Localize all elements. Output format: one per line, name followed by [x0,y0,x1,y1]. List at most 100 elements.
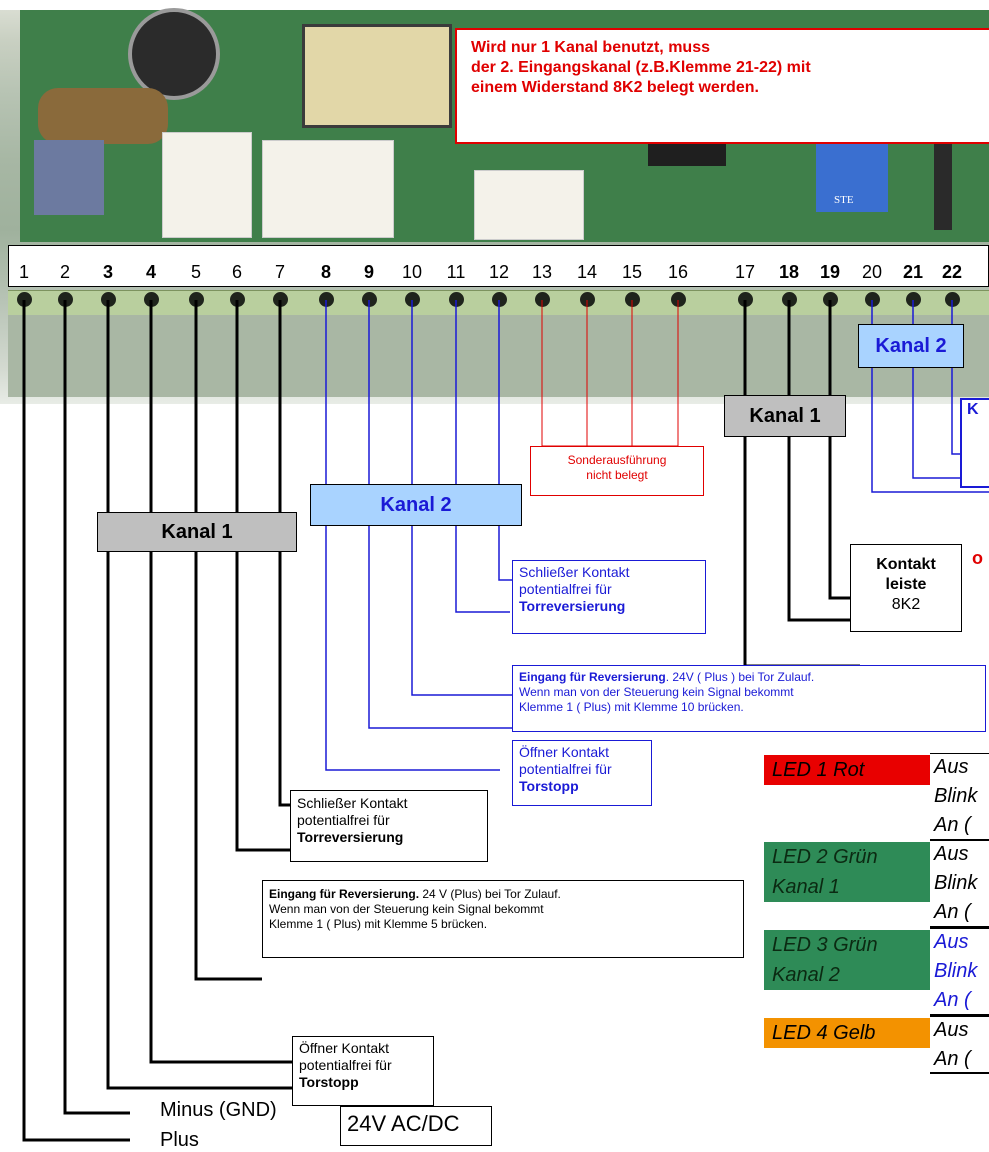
plus-label: Plus [160,1129,199,1151]
k2-eingang-line-3: Klemme 1 ( Plus) mit Klemme 10 brücken. [519,700,744,714]
k2-schliesser-line-1: Schließer Kontakt [519,564,630,580]
terminal-number: 13 [531,262,553,282]
k2-eingang-rest: . 24V ( Plus ) bei Tor Zulauf. [665,670,815,684]
k2-eingang-line-2: Wenn man von der Steuerung kein Signal b… [519,685,794,699]
terminal-number: 14 [576,262,598,282]
kontaktleiste-box: Kontakt leiste 8K2 [850,544,962,632]
led-row-separator [930,753,989,754]
terminal-number: 18 [778,262,800,282]
terminal-number: 19 [819,262,841,282]
kontakt-line-1: Kontakt [876,556,936,573]
terminal-number: 8 [320,262,332,282]
led-row-separator [930,840,989,841]
inductor [38,88,168,144]
k1-oeffner-bold: Torstopp [299,1074,359,1090]
k1-eingang-bold: Eingang für Reversierung. [269,887,420,901]
led-channel: Kanal 2 [772,964,840,986]
sonder-note: Sonderausführung nicht belegt [530,446,704,496]
led-row-divider [930,1072,989,1074]
led-label: LED 1 Rot [764,755,930,785]
led-state: Aus [934,931,969,953]
terminal-number: 16 [667,262,689,282]
kanal-2-right-tag: Kanal 2 [858,324,964,368]
relay-3 [474,170,584,240]
relay-1 [162,132,252,238]
k2-schliesser-bold: Torreversierung [519,598,626,614]
terminal-number: 17 [734,262,756,282]
dip-switch [816,140,888,212]
terminal-screw [535,292,550,307]
led-name: LED 4 Gelb [772,1022,876,1044]
terminal-number: 9 [363,262,375,282]
terminal-number: 11 [446,262,466,282]
k1-eingang-line-3: Klemme 1 ( Plus) mit Klemme 5 brücken. [269,917,488,931]
k1-schliesser-line-2: potentialfrei für [297,812,390,828]
k2-schliesser-box: Schließer Kontakt potentialfrei für Torr… [512,560,706,634]
terminal-screw [580,292,595,307]
k1-schliesser-bold: Torreversierung [297,829,404,845]
led-state: An ( [934,814,971,836]
kanal-1-left-tag: Kanal 1 [97,512,297,552]
terminal-screw [492,292,507,307]
terminal-number: 12 [488,262,510,282]
terminal-number: 4 [145,262,157,282]
led-state: An ( [934,901,971,923]
k2-eingang-line-1: Eingang für Reversierung. 24V ( Plus ) b… [519,670,979,685]
kanal-1-right-tag: Kanal 1 [724,395,846,437]
terminal-screw [101,292,116,307]
led-state: Blink [934,785,978,807]
led-row-separator [930,928,989,929]
terminal-number-row [8,245,989,287]
terminal-screw [17,292,32,307]
led-name: LED 3 Grün [772,934,878,956]
led-channel: Kanal 1 [772,876,840,898]
k2-eingang-box: Eingang für Reversierung. 24V ( Plus ) b… [512,665,986,732]
terminal-number: 5 [190,262,202,282]
k1-schliesser-line-1: Schließer Kontakt [297,795,408,811]
k2-schliesser-line-2: potentialfrei für [519,581,612,597]
terminal-number: 7 [274,262,286,282]
minus-label: Minus (GND) [160,1099,277,1121]
kanal-partial-box: K [960,398,989,488]
terminal-number: 10 [401,262,423,282]
kanal-2-mid-tag: Kanal 2 [310,484,522,526]
terminal-screw [144,292,159,307]
led-state: An ( [934,989,971,1011]
terminal-screw [58,292,73,307]
warning-line-1: Wird nur 1 Kanal benutzt, muss [471,39,710,56]
relay-2 [262,140,394,238]
led-label: LED 4 Gelb [764,1018,930,1048]
sonder-line-2: nicht belegt [586,468,648,482]
terminal-screw [738,292,753,307]
terminal-screw [625,292,640,307]
terminal-screw [865,292,880,307]
terminal-screw [405,292,420,307]
sonder-line-1: Sonderausführung [567,453,667,467]
k1-eingang-line-2: Wenn man von der Steuerung kein Signal b… [269,902,544,916]
terminal-screw [906,292,921,307]
terminal-number: 22 [941,262,963,282]
terminal-number: 1 [18,262,30,282]
warning-note: Wird nur 1 Kanal benutzt, muss der 2. Ei… [455,28,989,144]
led-row-divider [930,1014,989,1016]
terminal-screw [319,292,334,307]
kontakt-line-2: leiste [885,576,927,593]
k1-eingang-rest: 24 V (Plus) bei Tor Zulauf. [419,887,561,901]
led-row-separator [930,1016,989,1017]
kontakt-line-3: 8K2 [891,596,921,613]
header-pins [934,120,952,230]
led-name: LED 1 Rot [772,759,865,781]
terminal-screw [449,292,464,307]
led-state: Blink [934,960,978,982]
voltage-box: 24V AC/DC [340,1106,492,1146]
terminal-screw [230,292,245,307]
terminal-screw [823,292,838,307]
led-state: Aus [934,756,969,778]
capacitor [128,8,220,100]
dip-switch-label: STE [834,194,854,206]
k1-oeffner-line-2: potentialfrei für [299,1057,392,1073]
terminal-number: 6 [231,262,243,282]
